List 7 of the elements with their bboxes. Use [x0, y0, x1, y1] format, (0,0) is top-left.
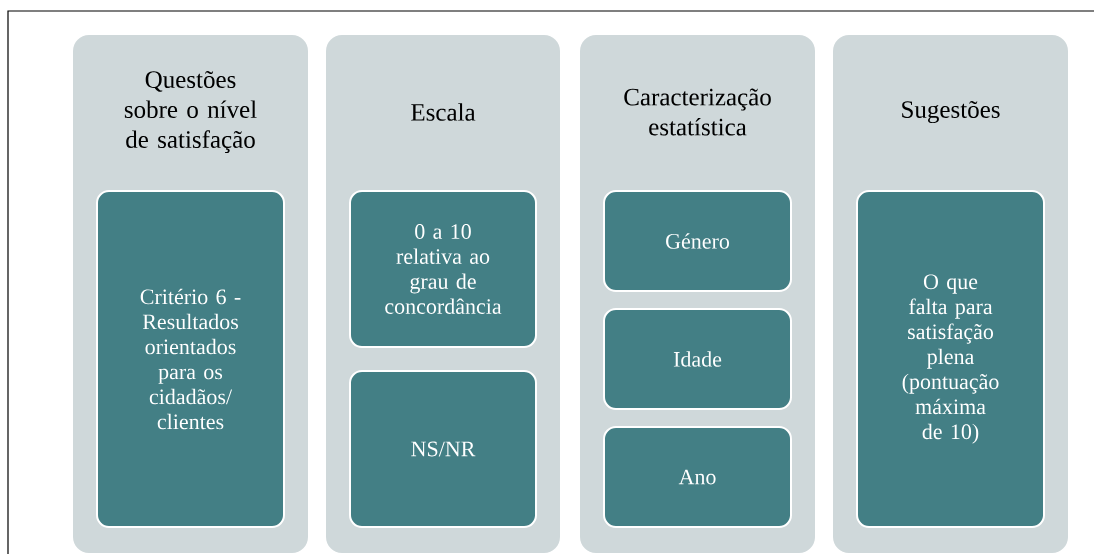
item-box: Idade — [603, 308, 792, 410]
item-box: Critério 6 - Resultados orientados para os cidadãos/ clientes — [96, 190, 285, 528]
item-box: O que falta para satisfação plena (pontuação máxima de 10) — [856, 190, 1045, 528]
item-box: Ano — [603, 426, 792, 528]
item-box: NS/NR — [349, 370, 537, 528]
item-box: Género — [603, 190, 792, 292]
item-box: 0 a 10 relativa ao grau de concordância — [349, 190, 537, 348]
